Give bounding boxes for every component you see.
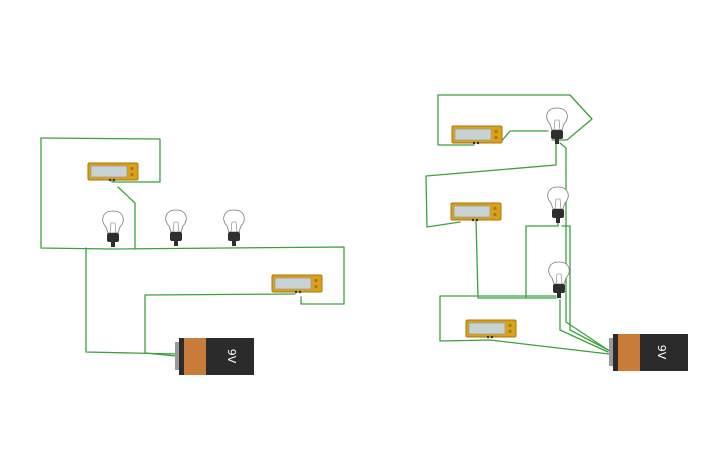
light-bulb[interactable] <box>165 209 187 246</box>
wires-left <box>40 137 345 357</box>
bulb-base-icon <box>553 284 565 293</box>
bulb-filament-icon <box>109 222 117 234</box>
bulb-base-icon <box>228 232 240 241</box>
terminal-icon[interactable] <box>298 290 302 294</box>
bulb-contact-icon <box>557 293 561 298</box>
terminal-icon[interactable] <box>471 218 475 222</box>
wire[interactable] <box>439 295 610 355</box>
bulb-base-icon <box>551 130 563 139</box>
terminal-icon[interactable] <box>486 335 490 339</box>
battery[interactable]: 9V <box>175 338 254 375</box>
wire[interactable] <box>559 299 609 353</box>
terminal-icon[interactable] <box>112 178 116 182</box>
battery-terminal-icon <box>609 338 614 366</box>
bulb-glass-icon <box>165 209 187 233</box>
multimeter[interactable] <box>465 319 517 339</box>
light-bulb[interactable] <box>102 210 124 247</box>
wire[interactable] <box>499 130 549 144</box>
terminal-icon[interactable] <box>294 290 298 294</box>
multimeter-knob-icon <box>314 278 318 283</box>
multimeter-display <box>274 277 312 290</box>
wire[interactable] <box>425 142 557 228</box>
wire[interactable] <box>437 94 475 146</box>
multimeter-display <box>454 128 492 141</box>
battery-label: 9V <box>655 345 668 360</box>
multimeter-display <box>468 322 506 335</box>
bulb-glass-icon <box>548 261 570 285</box>
circuit-left: 9V <box>40 137 345 375</box>
wire[interactable] <box>85 247 177 355</box>
battery[interactable]: 9V <box>609 334 688 371</box>
wire[interactable] <box>475 219 557 299</box>
terminal-icon[interactable] <box>472 141 476 145</box>
wire[interactable] <box>561 225 613 353</box>
bulb-base-icon <box>552 209 564 218</box>
bulb-contact-icon <box>232 241 236 246</box>
wire[interactable] <box>40 137 111 250</box>
wire[interactable] <box>144 293 296 357</box>
light-bulb[interactable] <box>547 186 569 223</box>
light-bulb[interactable] <box>548 261 570 298</box>
wire[interactable] <box>109 246 345 305</box>
multimeter-knob-icon <box>493 212 497 217</box>
multimeter-knob-icon <box>130 172 134 177</box>
battery-terminal-icon <box>175 342 180 370</box>
bulb-filament-icon <box>172 221 180 233</box>
multimeter-knob-icon <box>508 323 512 328</box>
bulb-contact-icon <box>174 241 178 246</box>
multimeter-display <box>90 165 128 178</box>
bulb-filament-icon <box>555 273 563 285</box>
battery-copper-band <box>618 334 640 371</box>
bulb-contact-icon <box>111 242 115 247</box>
multimeter-knob-icon <box>494 135 498 140</box>
wire[interactable] <box>559 142 609 351</box>
terminal-icon[interactable] <box>475 218 479 222</box>
circuit-right: 9V <box>425 94 688 371</box>
wire[interactable] <box>437 94 593 141</box>
multimeter[interactable] <box>271 274 323 294</box>
multimeter-knob-icon <box>130 166 134 171</box>
multimeter-display <box>453 205 491 218</box>
bulb-base-icon <box>170 232 182 241</box>
battery-body <box>206 338 254 375</box>
bulb-glass-icon <box>546 107 568 131</box>
wires-right <box>425 94 613 355</box>
multimeter[interactable] <box>87 162 139 182</box>
terminal-icon[interactable] <box>108 178 112 182</box>
wire[interactable] <box>525 221 559 299</box>
bulb-filament-icon <box>230 221 238 233</box>
battery-label: 9V <box>225 349 238 364</box>
bulb-contact-icon <box>555 139 559 144</box>
terminal-icon[interactable] <box>490 335 494 339</box>
bulb-filament-icon <box>554 198 562 210</box>
multimeter[interactable] <box>451 125 503 145</box>
bulb-base-icon <box>107 233 119 242</box>
light-bulb[interactable] <box>223 209 245 246</box>
multimeter[interactable] <box>450 202 502 222</box>
battery-copper-band <box>184 338 206 375</box>
terminal-icon[interactable] <box>476 141 480 145</box>
bulb-glass-icon <box>102 210 124 234</box>
battery-body <box>640 334 688 371</box>
multimeter-knob-icon <box>493 206 497 211</box>
wire[interactable] <box>117 186 136 250</box>
light-bulb[interactable] <box>546 107 568 144</box>
multimeter-knob-icon <box>494 129 498 134</box>
bulb-glass-icon <box>223 209 245 233</box>
multimeter-knob-icon <box>508 329 512 334</box>
multimeter-knob-icon <box>314 284 318 289</box>
bulb-glass-icon <box>547 186 569 210</box>
bulb-filament-icon <box>553 119 561 131</box>
bulb-contact-icon <box>556 218 560 223</box>
